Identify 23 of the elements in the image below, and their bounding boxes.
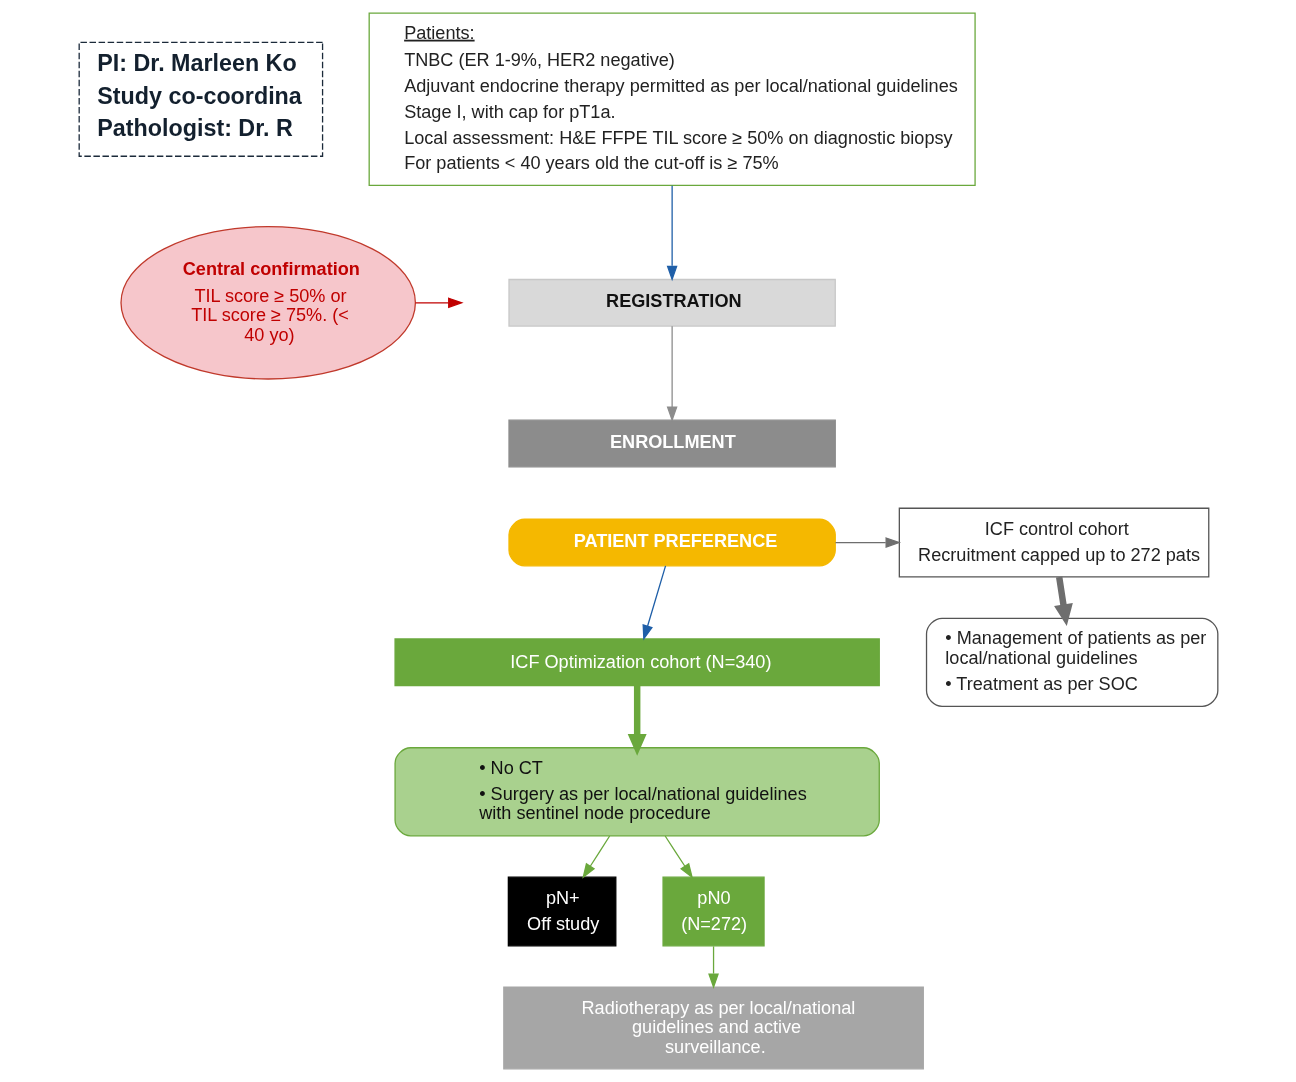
node-box: PI: Dr. Marleen Ko Study co-coordina Pathologist: Dr. R <box>78 41 323 157</box>
arrow <box>666 325 678 423</box>
arrow <box>1053 576 1073 626</box>
arrow <box>581 835 610 879</box>
node-box: • No CT • Surgery as per local/national guidelines with sentinel node procedure <box>393 747 880 837</box>
node-box: pN0 (N=272) <box>661 876 765 947</box>
arrow <box>707 945 719 989</box>
node-box: pN+ Off study <box>507 876 616 947</box>
arrow <box>834 537 901 548</box>
arrow <box>627 685 647 756</box>
arrow <box>666 185 678 282</box>
node-box: ENROLLMENT <box>507 419 836 468</box>
arrow <box>642 565 666 641</box>
node-box: ICF control cohort Recruitment capped up to 272 pats <box>898 507 1209 578</box>
node-box: Patients: TNBC (ER 1-9%, HER2 negative) Adjuvant endocrine therapy permitted as per local/national guidelines Stage I, with cap for pT1a. Local assessment: H&E FFPE TIL score ≥ 50% on diagnostic biopsy For patients < 40 years old the cut-off is ≥ 75% <box>368 12 976 186</box>
node-box: • Management of patients as per local/national guidelines • Treatment as per SOC <box>925 617 1218 707</box>
node-box: REGISTRATION <box>507 278 836 327</box>
arrow <box>414 297 464 309</box>
node-ellipse: Central confirmation TIL score ≥ 50% or TIL score ≥ 75%. (< 40 yo) <box>119 225 416 380</box>
node-box: Radiotherapy as per local/national guidelines and active surveillance. <box>502 986 924 1070</box>
node-box: ICF Optimization cohort (N=340) <box>393 638 880 687</box>
arrow <box>664 835 693 879</box>
node-box: PATIENT PREFERENCE <box>507 518 836 567</box>
